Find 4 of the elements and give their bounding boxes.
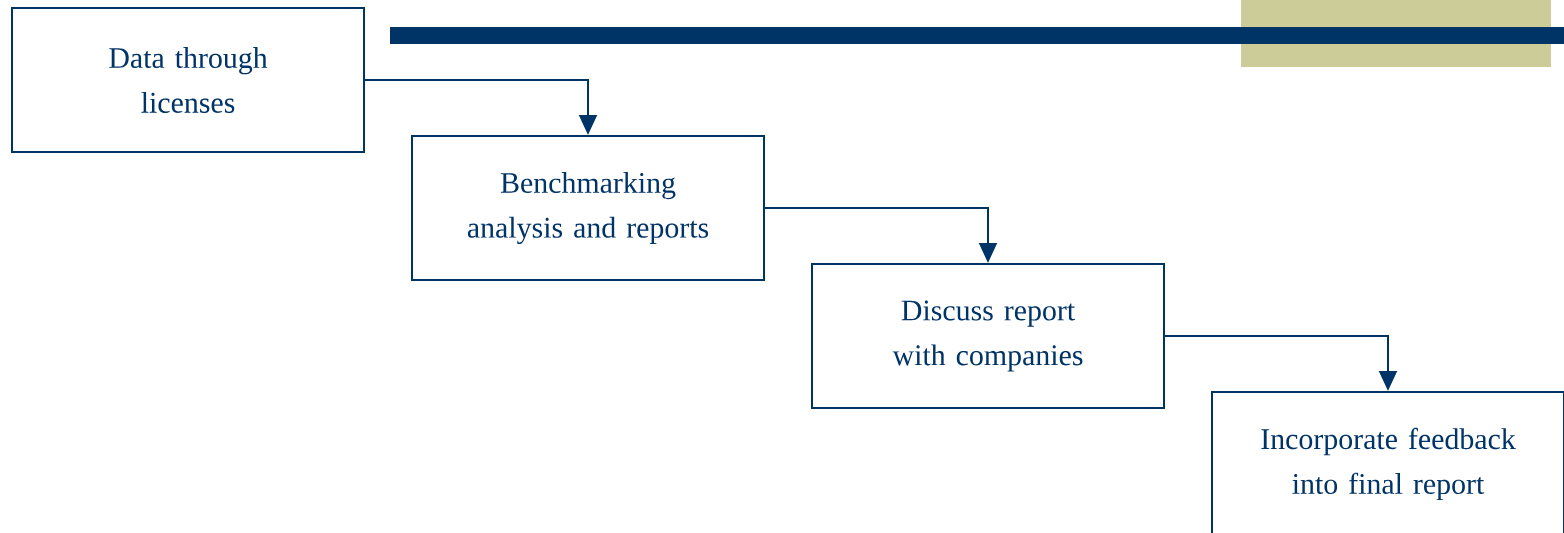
process-box: Benchmarking analysis and reports xyxy=(411,135,765,281)
process-box: Data through licenses xyxy=(11,7,365,153)
process-box: Incorporate feedback into final report xyxy=(1211,391,1564,533)
process-box: Discuss report with companies xyxy=(811,263,1165,409)
